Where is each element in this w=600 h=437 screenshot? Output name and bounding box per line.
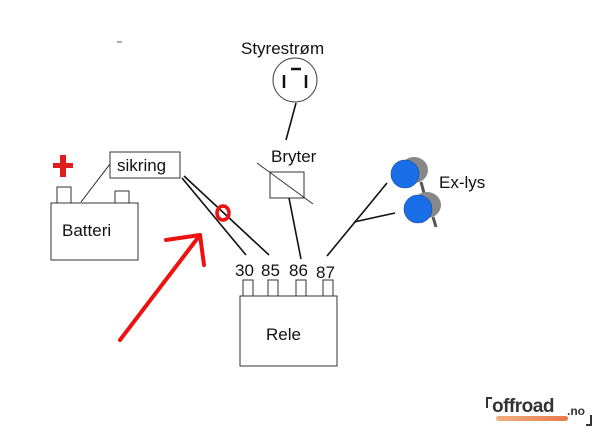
battery-plus-icon	[53, 155, 73, 177]
logo-text: offroad	[492, 396, 554, 417]
battery-to-fuse-wire	[80, 163, 111, 203]
control-wire	[285, 102, 297, 141]
battery-label: Batteri	[62, 221, 111, 240]
fuse-to-85-wire	[183, 175, 270, 256]
logo-tld: .no	[567, 404, 585, 418]
relay-pin-label: 30	[235, 261, 254, 280]
fuse-to-30-wire	[181, 177, 247, 256]
fuse-label: sikring	[117, 156, 166, 175]
logo-bracket	[586, 415, 592, 426]
relay-icon	[239, 279, 338, 367]
relay-pin-label: 86	[289, 261, 308, 280]
extra-light-icon	[390, 157, 428, 194]
extra-lights-label: Ex-lys	[439, 173, 485, 192]
lamp-2-wire	[353, 212, 396, 223]
logo-swoosh	[496, 416, 568, 421]
relay-pin-label: 87	[316, 263, 335, 282]
switch-icon	[256, 162, 314, 205]
red-arrow-icon	[118, 233, 206, 342]
relay-pin-label: 85	[261, 261, 280, 280]
extra-light-icon	[403, 192, 441, 228]
battery-icon	[50, 186, 139, 261]
relay-label: Rele	[266, 325, 301, 344]
offroad-logo: offroad .no	[486, 394, 592, 426]
logo-bracket	[486, 397, 492, 408]
fuse-box	[109, 151, 181, 179]
fuse-location-marker	[215, 204, 231, 222]
switch-to-86-wire	[288, 197, 302, 260]
lamp-1-wire	[326, 182, 388, 257]
switch-label: Bryter	[271, 147, 317, 166]
control-connector-icon	[272, 57, 318, 103]
control-current-label: Styrestrøm	[241, 39, 324, 58]
